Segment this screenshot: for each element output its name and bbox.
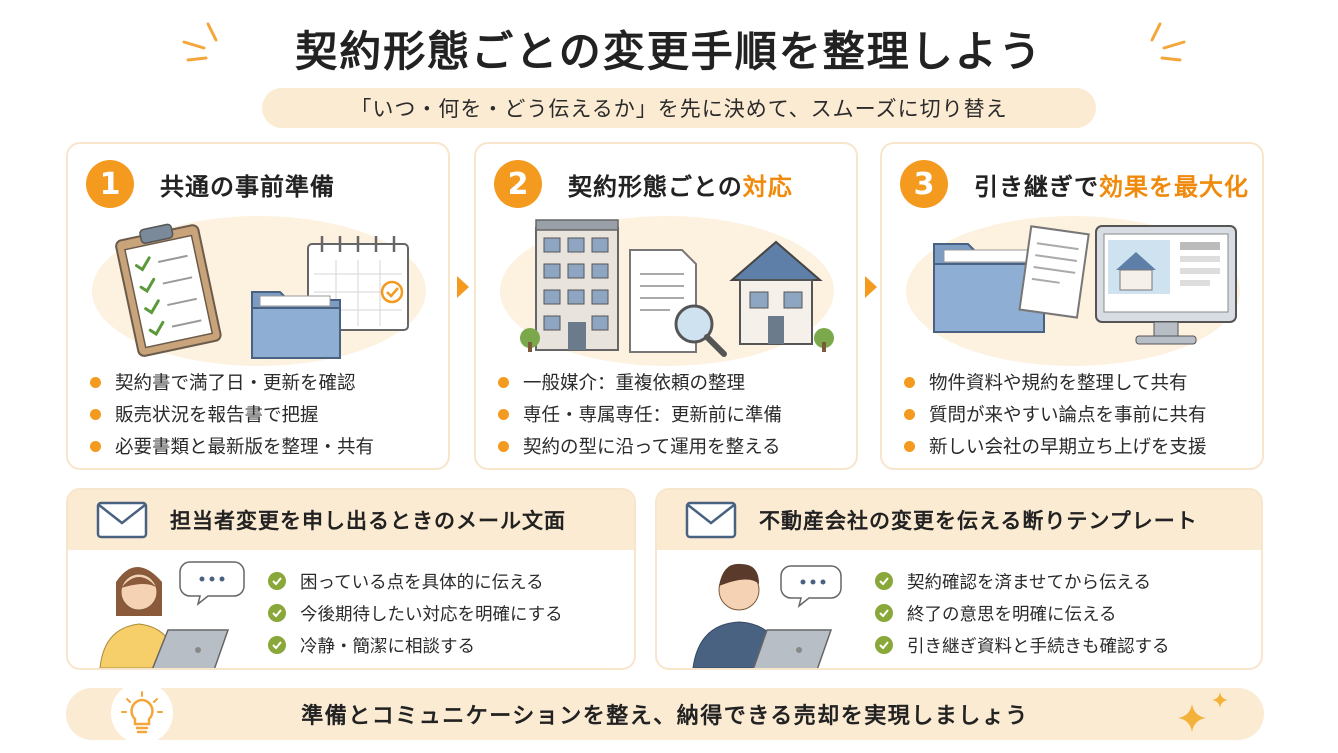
- list-item: 引き継ぎ資料と手続きも確認する: [875, 629, 1170, 661]
- list-item: 困っている点を具体的に伝える: [268, 565, 563, 597]
- buildings-document-illustration: [520, 219, 834, 357]
- mail-check-list: 困っている点を具体的に伝える 今後期待したい対応を明確にする 冷静・簡潔に相談す…: [268, 565, 563, 661]
- list-item: 契約の型に沿って運用を整える: [498, 430, 782, 462]
- check-circle-icon: [268, 636, 286, 654]
- mail-card-staff-change: 担当者変更を申し出るときのメール文面 困っている点を具体的に伝える 今後期待した…: [66, 488, 636, 670]
- list-item: 質問が来やすい論点を事前に共有: [904, 398, 1207, 430]
- list-item: 契約確認を済ませてから伝える: [875, 565, 1170, 597]
- mail-card-header: 担当者変更を申し出るときのメール文面: [68, 490, 634, 550]
- list-item: 今後期待したい対応を明確にする: [268, 597, 563, 629]
- list-item: 販売状況を報告書で把握: [90, 398, 374, 430]
- step-card-1: 1 共通の事前準備: [66, 142, 450, 470]
- step-card-header: 1 共通の事前準備: [86, 160, 335, 208]
- step-number-badge: 2: [494, 160, 542, 208]
- step-card-3: 3 引き継ぎで効果を最大化 物件資料や規約を整理して共有 質問が: [880, 142, 1264, 470]
- bullet-dot-icon: [904, 440, 915, 452]
- list-item: 専任・専属専任：更新前に準備: [498, 398, 782, 430]
- envelope-icon: [96, 501, 148, 539]
- check-circle-icon: [875, 572, 893, 590]
- step-card-header: 2 契約形態ごとの対応: [494, 160, 793, 208]
- bullet-dot-icon: [90, 408, 101, 420]
- step-card-header: 3 引き継ぎで効果を最大化: [900, 160, 1249, 208]
- clipboard-calendar-folder-illustration: [115, 223, 409, 359]
- bullet-dot-icon: [904, 376, 915, 388]
- bullet-dot-icon: [904, 408, 915, 420]
- step-title: 契約形態ごとの対応: [568, 172, 793, 201]
- woman-laptop-illustration: [99, 561, 245, 668]
- mail-card-title: 担当者変更を申し出るときのメール文面: [170, 509, 566, 533]
- mail-card-company-change: 不動産会社の変更を伝える断りテンプレート 契約確認を済ませてから伝える 終了の意…: [655, 488, 1263, 670]
- bullet-dot-icon: [498, 440, 509, 452]
- bullet-dot-icon: [90, 440, 101, 452]
- mail-check-list: 契約確認を済ませてから伝える 終了の意思を明確に伝える 引き継ぎ資料と手続きも確…: [875, 565, 1170, 661]
- bullet-dot-icon: [90, 376, 101, 388]
- lightbulb-badge: [111, 682, 173, 744]
- arrow-right-icon: [865, 276, 877, 298]
- step-bullet-list: 契約書で満了日・更新を確認 販売状況を報告書で把握 必要書類と最新版を整理・共有: [90, 366, 374, 462]
- arrow-right-icon: [457, 276, 469, 298]
- list-item: 必要書類と最新版を整理・共有: [90, 430, 374, 462]
- list-item: 物件資料や規約を整理して共有: [904, 366, 1207, 398]
- step-number-badge: 3: [900, 160, 948, 208]
- sparkle-left-icon: [182, 22, 218, 62]
- check-circle-icon: [875, 636, 893, 654]
- subtitle-banner: 「いつ・何を・どう伝えるか」を先に決めて、スムーズに切り替え: [262, 88, 1096, 128]
- list-item: 冷静・簡潔に相談する: [268, 629, 563, 661]
- step-title: 共通の事前準備: [160, 172, 335, 201]
- subtitle-text: 「いつ・何を・どう伝えるか」を先に決めて、スムーズに切り替え: [350, 97, 1008, 121]
- page-title: 契約形態ごとの変更手順を整理しよう: [295, 27, 1043, 76]
- man-laptop-illustration: [692, 563, 842, 668]
- check-circle-icon: [875, 604, 893, 622]
- lightbulb-icon: [121, 691, 163, 734]
- bullet-dot-icon: [498, 408, 509, 420]
- list-item: 終了の意思を明確に伝える: [875, 597, 1170, 629]
- step-title: 引き継ぎで効果を最大化: [974, 172, 1249, 201]
- footer-banner: 準備とコミュニケーションを整え、納得できる売却を実現しましょう: [66, 688, 1264, 740]
- sparkle-star-icon: [1178, 692, 1228, 732]
- list-item: 一般媒介：重複依頼の整理: [498, 366, 782, 398]
- envelope-icon: [685, 501, 737, 539]
- step-number-badge: 1: [86, 160, 134, 208]
- step-bullet-list: 物件資料や規約を整理して共有 質問が来やすい論点を事前に共有 新しい会社の早期立…: [904, 366, 1207, 462]
- mail-card-title: 不動産会社の変更を伝える断りテンプレート: [759, 509, 1198, 533]
- bullet-dot-icon: [498, 376, 509, 388]
- folder-monitor-illustration: [933, 225, 1237, 345]
- footer-text: 準備とコミュニケーションを整え、納得できる売却を実現しましょう: [301, 704, 1029, 729]
- step-card-2: 2 契約形態ごとの対応: [474, 142, 858, 470]
- list-item: 新しい会社の早期立ち上げを支援: [904, 430, 1207, 462]
- check-circle-icon: [268, 572, 286, 590]
- check-circle-icon: [268, 604, 286, 622]
- sparkle-right-icon: [1150, 22, 1186, 62]
- step-bullet-list: 一般媒介：重複依頼の整理 専任・専属専任：更新前に準備 契約の型に沿って運用を整…: [498, 366, 782, 462]
- list-item: 契約書で満了日・更新を確認: [90, 366, 374, 398]
- mail-card-header: 不動産会社の変更を伝える断りテンプレート: [657, 490, 1261, 550]
